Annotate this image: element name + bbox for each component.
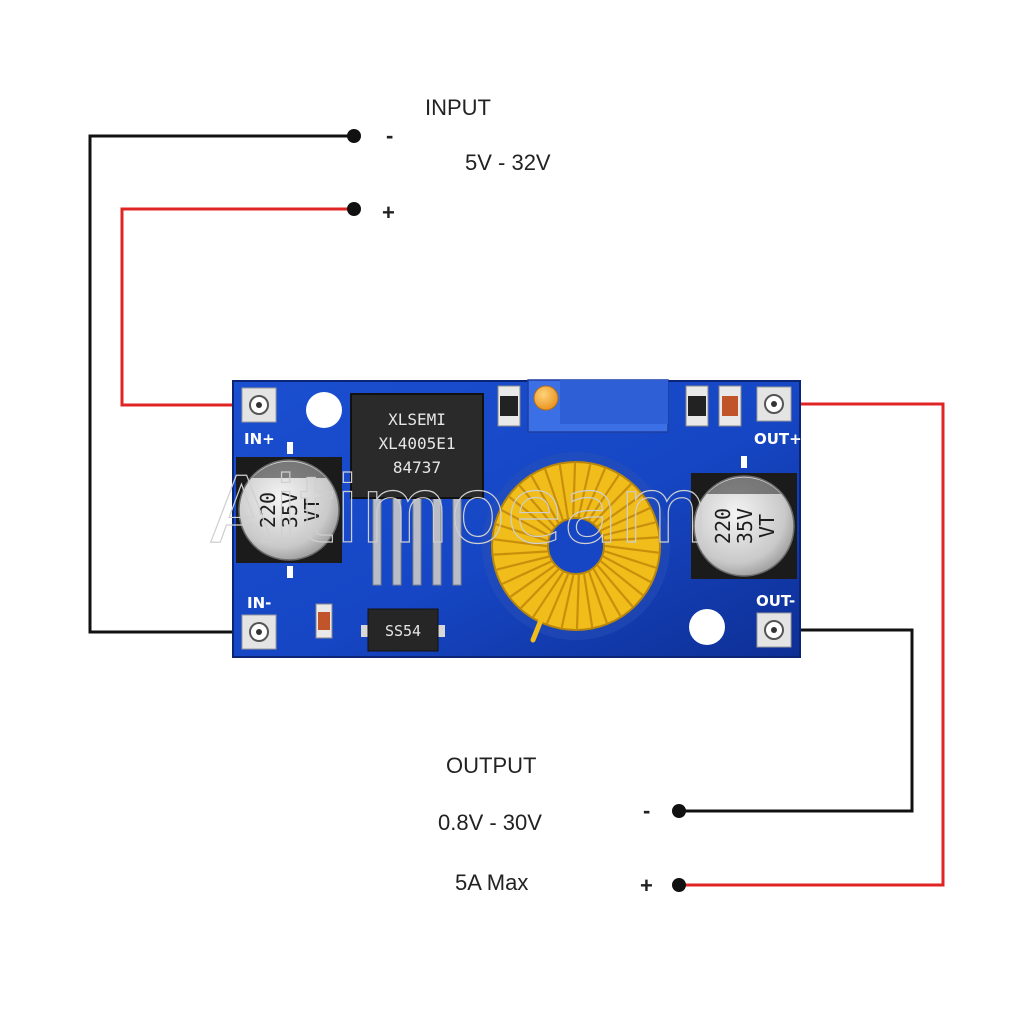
input-negative-wire — [88, 129, 361, 634]
pad-out-positive[interactable] — [756, 386, 792, 422]
smd-diode-top-left — [497, 385, 521, 427]
resistor-small — [315, 603, 333, 639]
inductor-winding — [546, 573, 569, 624]
inductor-winding — [583, 468, 606, 519]
inductor-winding — [532, 571, 564, 618]
input-positive-sign: + — [382, 200, 395, 225]
input-voltage-range: 5V - 32V — [465, 150, 551, 175]
inductor-winding — [530, 475, 560, 524]
ic-part-number: XL4005E1 — [378, 434, 455, 453]
input-title: INPUT — [425, 95, 491, 120]
pin-label-in-positive: IN+ — [244, 430, 275, 448]
inductor-winding — [600, 560, 644, 596]
output-current-rating: 5A Max — [455, 870, 528, 895]
output-positive-terminal[interactable] — [672, 878, 686, 892]
output-negative-wire — [672, 628, 914, 818]
inductor-winding — [604, 536, 659, 542]
inductor-winding — [604, 544, 659, 554]
inductor-winding — [508, 496, 552, 532]
inductor-winding — [493, 538, 548, 548]
inductor-winding — [502, 560, 552, 585]
cap-right-series: VT — [755, 514, 779, 538]
inductor-winding — [588, 571, 608, 624]
inductor-winding — [518, 485, 555, 527]
pad-out-negative[interactable] — [756, 612, 792, 648]
pin-label-out-negative: OUT- — [756, 592, 795, 610]
pin-label-out-positive: OUT+ — [754, 430, 802, 448]
inductor-winding — [592, 568, 622, 617]
inductor-winding — [597, 565, 634, 608]
inductor-winding — [520, 568, 560, 609]
inductor-winding — [558, 464, 569, 519]
output-title: OUTPUT — [446, 753, 536, 778]
diode-marking: SS54 — [385, 622, 421, 640]
watermark: Aitimoeam — [210, 457, 709, 564]
input-positive-wire — [120, 202, 361, 407]
toroidal-inductor — [482, 452, 670, 643]
output-negative-sign: - — [643, 798, 650, 823]
ic-brand: XLSEMI — [388, 410, 446, 429]
schottky-diode-ss54: SS54 — [361, 608, 445, 652]
inductor-winding — [495, 523, 548, 542]
inductor-winding — [583, 573, 594, 628]
inductor-winding — [501, 509, 550, 537]
inductor-winding — [510, 565, 555, 598]
inductor-winding — [575, 574, 580, 630]
cap-right-value: 220 — [711, 508, 735, 544]
inductor-winding — [496, 555, 550, 571]
inductor-winding — [602, 555, 652, 583]
mounting-hole — [306, 392, 342, 428]
capacitor-left: 220 35V VT — [236, 442, 342, 578]
capacitor-right: 220 35V VT — [691, 456, 797, 579]
regulator-ic-xl4005: XLSEMI XL4005E1 84737 — [350, 393, 484, 586]
pad-in-positive[interactable] — [241, 387, 277, 423]
inductor-winding — [604, 550, 657, 569]
inductor-winding — [572, 462, 577, 518]
inductor-winding — [602, 521, 656, 537]
cap-left-series: VT — [300, 498, 324, 522]
pcb-board: IN+ IN- OUT+ OUT- 220 35V VT 220 — [232, 379, 802, 658]
cap-left-value: 220 — [256, 492, 280, 528]
output-negative-terminal[interactable] — [672, 804, 686, 818]
pin-label-in-negative: IN- — [247, 594, 271, 612]
input-positive-terminal[interactable] — [347, 202, 361, 216]
pad-in-negative[interactable] — [241, 614, 277, 650]
inductor-winding — [588, 474, 620, 521]
mounting-hole — [689, 609, 725, 645]
output-voltage-range: 0.8V - 30V — [438, 810, 542, 835]
trim-potentiometer[interactable] — [527, 379, 669, 433]
smd-resistor-top-right — [718, 385, 742, 427]
output-positive-wire — [672, 402, 945, 892]
inductor-winding — [592, 483, 632, 524]
cap-right-voltage: 35V — [733, 508, 757, 544]
inductor-winding — [600, 507, 651, 532]
input-negative-sign: - — [386, 123, 393, 148]
smd-diode-top-right — [685, 385, 709, 427]
inductor-winding — [493, 550, 548, 556]
inductor-winding — [597, 494, 642, 527]
input-negative-terminal[interactable] — [347, 129, 361, 143]
inductor-winding — [560, 574, 575, 628]
output-positive-sign: + — [640, 873, 653, 898]
inductor-winding — [544, 468, 564, 521]
cap-left-voltage: 35V — [278, 492, 302, 528]
inductor-winding — [577, 464, 592, 518]
ic-lot-code: 84737 — [393, 458, 441, 477]
